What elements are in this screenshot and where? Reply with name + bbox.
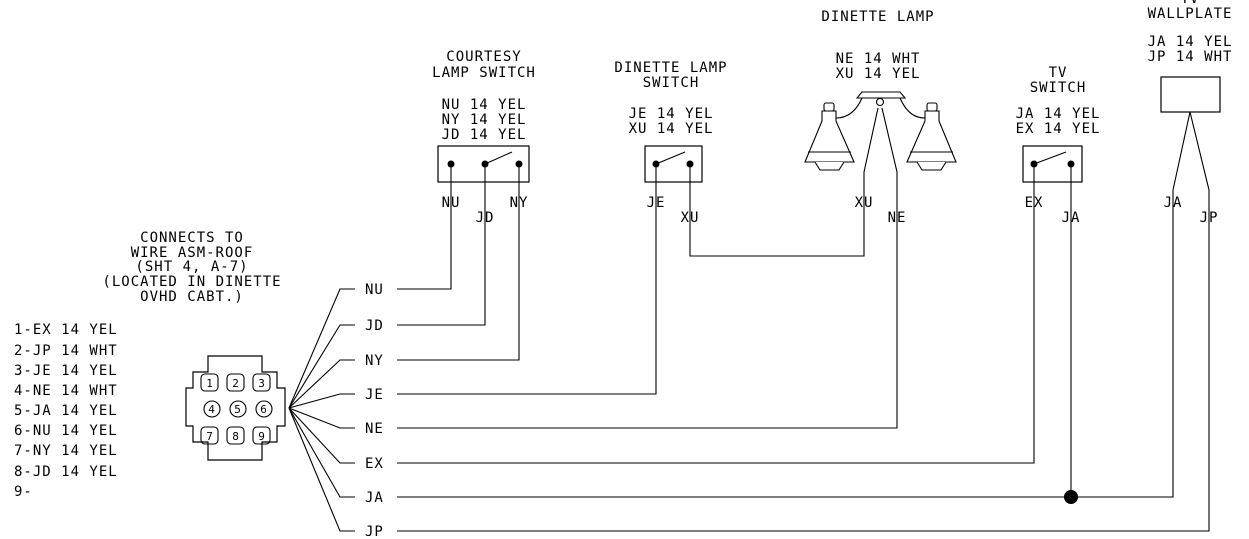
- pinout-entry: 2-JP 14 WHT: [14, 343, 118, 359]
- dinette-lamp-spec: NE 14 WHT: [836, 51, 921, 67]
- bus-label-ny: NY: [365, 353, 384, 369]
- lamp-shade-left: [804, 102, 855, 171]
- connector-title: CONNECTS TO WIRE ASM-ROOF (SHT 4, A-7) (…: [102, 230, 281, 305]
- tv-switch-spec: EX 14 YEL: [1016, 121, 1101, 137]
- dinette-lamp: DINETTE LAMP NE 14 WHT XU 14 YEL XU NE: [804, 9, 957, 226]
- switch-contacts: [655, 151, 691, 182]
- bus-label-ex: EX: [365, 456, 384, 472]
- lamp-canopy: [855, 91, 907, 99]
- wire-nu: [397, 182, 452, 290]
- dinette-lamp-switch: DINETTE LAMP SWITCH JE 14 YEL XU 14 YEL …: [614, 60, 727, 226]
- courtesy-switch-spec: JD 14 YEL: [442, 127, 527, 143]
- terminal-label-jp: JP: [1200, 210, 1219, 226]
- bus-label-jp: JP: [365, 524, 384, 539]
- terminal-label-xu: XU: [855, 195, 874, 211]
- terminal-label-ex: EX: [1025, 195, 1044, 211]
- tv-switch-title-1: TV: [1049, 65, 1068, 81]
- connector-pin-numbers: 1 2 3 4 5 6 7 8 9: [206, 377, 268, 443]
- pinout-entry: 9-: [14, 484, 33, 500]
- connector-title-line-2: WIRE ASM-ROOF: [131, 245, 254, 261]
- pinout-entry: 3-JE 14 YEL: [14, 363, 118, 379]
- wallplate-title-2: WALLPLATE: [1148, 6, 1233, 22]
- pin-number: 8: [232, 430, 240, 443]
- pin-number: 3: [258, 377, 266, 390]
- pin-number: 6: [260, 403, 268, 416]
- wallplate-spec: JA 14 YEL: [1148, 34, 1233, 50]
- connector-fanout: [288, 288, 355, 532]
- pin-number: 1: [206, 377, 214, 390]
- pin-number: 2: [232, 377, 240, 390]
- terminal-label-ja: JA: [1164, 195, 1183, 211]
- pinout-entry: 6-NU 14 YEL: [14, 423, 118, 439]
- lamp-hub: [875, 97, 885, 107]
- connector-outline: [185, 355, 286, 461]
- bus-label-je: JE: [365, 387, 384, 403]
- wire-xu: [689, 107, 879, 257]
- connector-title-line-3: (SHT 4, A-7): [135, 259, 248, 275]
- courtesy-switch-spec: NY 14 YEL: [442, 112, 527, 128]
- terminal-label-ny: NY: [510, 195, 529, 211]
- dinette-switch-title-2: SWITCH: [643, 75, 700, 91]
- bus-wire-labels: NU JD NY JE NE EX JA JP: [365, 282, 384, 539]
- tv-switch-spec: JA 14 YEL: [1016, 106, 1101, 122]
- terminal-label-nu: NU: [442, 195, 461, 211]
- tv-switch: TV SWITCH JA 14 YEL EX 14 YEL EX JA: [1016, 65, 1101, 226]
- courtesy-switch-title-2: LAMP SWITCH: [432, 65, 536, 81]
- wallplate-box: [1160, 76, 1221, 113]
- pinout-entry: 4-NE 14 WHT: [14, 383, 118, 399]
- pinout-entry: 5-JA 14 YEL: [14, 403, 118, 419]
- dinette-lamp-spec: XU 14 YEL: [836, 66, 921, 82]
- pinout-entry: 7-NY 14 YEL: [14, 443, 118, 459]
- terminal-label-xu: XU: [681, 210, 700, 226]
- switch-contacts: [450, 151, 520, 182]
- dinette-switch-spec: XU 14 YEL: [629, 121, 714, 137]
- nine-pin-connector: 1 2 3 4 5 6 7 8 9: [185, 355, 286, 461]
- dinette-switch-title-1: DINETTE LAMP: [614, 60, 727, 76]
- connector-pins: [200, 373, 273, 445]
- dinette-switch-spec: JE 14 YEL: [629, 106, 714, 122]
- courtesy-lamp-switch: COURTESY LAMP SWITCH NU 14 YEL NY 14 YEL…: [432, 49, 536, 226]
- pin-number: 9: [258, 430, 266, 443]
- pinout-entry: 8-JD 14 YEL: [14, 464, 118, 480]
- courtesy-switch-title-1: COURTESY: [446, 49, 521, 65]
- bus-label-ja: JA: [365, 490, 384, 506]
- splice-dot: [1064, 490, 1078, 504]
- wire-ny: [397, 182, 520, 361]
- terminal-label-ne: NE: [888, 210, 907, 226]
- terminal-label-ja: JA: [1062, 210, 1081, 226]
- wallplate-spec: JP 14 WHT: [1148, 49, 1233, 65]
- bus-label-jd: JD: [365, 318, 384, 334]
- terminal-label-jd: JD: [476, 210, 495, 226]
- connector-title-line-4: (LOCATED IN DINETTE: [102, 274, 281, 290]
- bus-wires: [397, 107, 1210, 532]
- lamp-shade-right: [906, 102, 957, 171]
- connector-title-line-1: CONNECTS TO: [140, 230, 244, 246]
- wire-je: [397, 182, 657, 395]
- tv-wallplate: TV WALLPLATE JA 14 YEL JP 14 WHT JA JP: [1148, 0, 1233, 226]
- pin-number: 4: [208, 403, 216, 416]
- tv-switch-title-2: SWITCH: [1030, 80, 1087, 96]
- wire-jp: [397, 111, 1210, 532]
- wire-ne: [397, 107, 898, 429]
- wire-jd: [397, 182, 486, 326]
- switch-contacts: [1033, 151, 1072, 182]
- pinout-entry: 1-EX 14 YEL: [14, 322, 118, 338]
- lamp-arms: [835, 97, 926, 119]
- connector-pinout-list: 1-EX 14 YEL 2-JP 14 WHT 3-JE 14 YEL 4-NE…: [14, 322, 118, 500]
- bus-label-ne: NE: [365, 421, 384, 437]
- dinette-lamp-title: DINETTE LAMP: [821, 9, 934, 25]
- courtesy-switch-spec: NU 14 YEL: [442, 97, 527, 113]
- pin-number: 5: [234, 403, 242, 416]
- bus-label-nu: NU: [365, 282, 384, 298]
- wallplate-title-1: TV: [1181, 0, 1200, 7]
- wire-ex: [397, 182, 1035, 464]
- connector-title-line-5: OVHD CABT.): [140, 289, 244, 305]
- pin-number: 7: [206, 430, 214, 443]
- wire-ja: [397, 111, 1191, 498]
- terminal-label-je: JE: [647, 195, 666, 211]
